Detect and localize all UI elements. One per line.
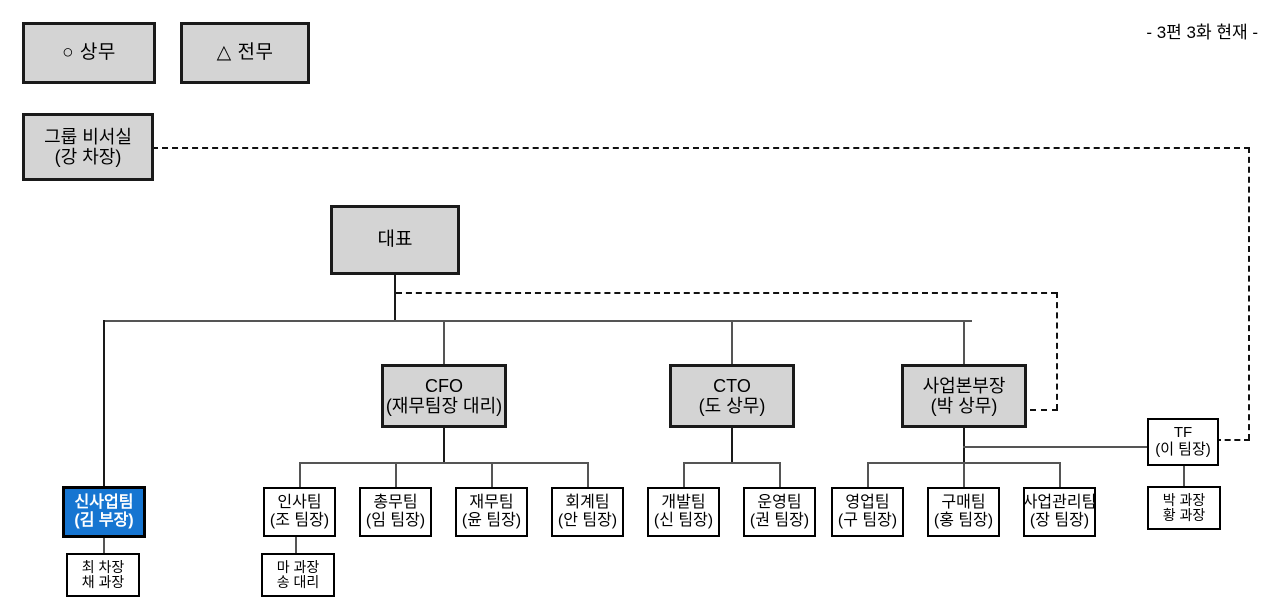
dashed-link-division-vertical (1056, 292, 1058, 410)
node-title: 신사업팀 (74, 494, 134, 512)
connector-cfo-child-3 (587, 462, 589, 488)
node-accounting-team[interactable]: 회계팀 (안 팀장) (551, 487, 624, 537)
node-title: TF (1173, 424, 1193, 442)
connector-division-child-1 (963, 462, 965, 488)
legend-label-1: 전무 (237, 42, 274, 64)
node-general-affairs-team[interactable]: 총무팀 (임 팀장) (359, 487, 432, 537)
node-tf[interactable]: TF (이 팀장) (1147, 418, 1219, 466)
node-title: CTO (713, 375, 751, 396)
node-operations-team[interactable]: 운영팀 (권 팀장) (743, 487, 816, 537)
node-group-secretariat[interactable]: 그룹 비서실 (강 차장) (22, 113, 154, 181)
node-title: 개발팀 (661, 494, 706, 512)
node-title: 인사팀 (277, 494, 322, 512)
staff-line-1: 마 과장 (276, 559, 320, 576)
connector-drop-cfo (443, 320, 445, 364)
node-subtitle: (김 부장) (74, 512, 134, 529)
node-division-head[interactable]: 사업본부장 (박 상무) (901, 364, 1027, 428)
node-title: 사업본부장 (922, 375, 1006, 396)
node-subtitle: (임 팀장) (365, 512, 426, 529)
node-subtitle: (윤 팀장) (461, 512, 522, 529)
node-new-business-team[interactable]: 신사업팀 (김 부장) (62, 486, 146, 538)
node-title: 그룹 비서실 (44, 126, 132, 147)
legend-executive-director: △ 전무 (180, 22, 310, 84)
node-business-management-team[interactable]: 사업관리팀 (장 팀장) (1023, 487, 1096, 537)
node-subtitle: (권 팀장) (749, 512, 810, 529)
connector-cto-child-0 (683, 462, 685, 488)
node-cto[interactable]: CTO (도 상무) (669, 364, 795, 428)
node-title: 구매팀 (941, 494, 986, 512)
node-tf-staff[interactable]: 박 과장 황 과장 (1147, 486, 1221, 530)
connector-cfo-child-2 (491, 462, 493, 488)
chart-caption: - 3편 3화 현재 - (1146, 23, 1258, 42)
staff-line-2: 황 과장 (1162, 507, 1206, 523)
connector-cto-stem (731, 428, 733, 463)
connector-division-child-2 (1059, 462, 1061, 488)
connector-drop-new-business (103, 320, 105, 488)
dashed-link-tf-stub (1215, 439, 1250, 441)
node-subtitle: (강 차장) (54, 147, 122, 167)
connector-general-affairs-staff (295, 537, 297, 554)
node-title: 운영팀 (757, 494, 802, 512)
connector-division-to-tf (963, 446, 1149, 448)
connector-division-stem (963, 428, 965, 463)
node-title: 총무팀 (373, 494, 418, 512)
dashed-link-secretariat-tf-horizontal (152, 147, 1250, 149)
node-subtitle: (구 팀장) (837, 512, 898, 529)
connector-cfo-stem (443, 428, 445, 463)
node-title: CFO (425, 375, 463, 396)
connector-drop-cto (731, 320, 733, 364)
dashed-link-division-horizontal (396, 292, 1057, 294)
connector-cto-child-1 (779, 462, 781, 488)
legend-label-0: 상무 (79, 42, 116, 64)
node-subtitle: (박 상무) (930, 396, 998, 416)
connector-cfo-child-1 (395, 462, 397, 488)
staff-line-2: 송 대리 (276, 574, 320, 590)
node-development-team[interactable]: 개발팀 (신 팀장) (647, 487, 720, 537)
node-title: 사업관리팀 (1022, 494, 1097, 512)
staff-line-1: 최 차장 (81, 559, 125, 576)
connector-cfo-bus (299, 462, 588, 464)
node-title: 대표 (377, 229, 413, 251)
triangle-icon: △ (216, 42, 232, 64)
node-subtitle: (조 팀장) (269, 512, 330, 529)
node-general-affairs-staff[interactable]: 마 과장 송 대리 (261, 553, 335, 597)
node-subtitle: (홍 팀장) (933, 512, 994, 529)
node-subtitle: (장 팀장) (1029, 512, 1090, 529)
connector-tf-staff (1183, 466, 1185, 487)
connector-drop-division (963, 320, 965, 364)
node-new-business-staff[interactable]: 최 차장 채 과장 (66, 553, 140, 597)
node-sales-team[interactable]: 영업팀 (구 팀장) (831, 487, 904, 537)
node-subtitle: (안 팀장) (557, 512, 618, 529)
staff-line-2: 채 과장 (81, 574, 125, 590)
staff-line-1: 박 과장 (1162, 492, 1206, 509)
node-subtitle: (신 팀장) (653, 512, 714, 529)
connector-division-child-0 (867, 462, 869, 488)
node-title: 재무팀 (469, 494, 514, 512)
node-subtitle: (재무팀장 대리) (385, 396, 503, 416)
connector-cto-bus (683, 462, 780, 464)
connector-new-business-staff (103, 538, 105, 554)
dashed-link-secretariat-tf-vertical (1248, 147, 1250, 440)
node-purchasing-team[interactable]: 구매팀 (홍 팀장) (927, 487, 1000, 537)
node-subtitle: (도 상무) (698, 396, 766, 416)
node-title: 회계팀 (565, 494, 610, 512)
node-subtitle: (이 팀장) (1155, 441, 1211, 458)
node-title: 영업팀 (845, 494, 890, 512)
connector-cfo-child-0 (299, 462, 301, 488)
circle-icon: ○ (62, 42, 75, 64)
connector-ceo-stem (394, 275, 396, 322)
node-finance-team[interactable]: 재무팀 (윤 팀장) (455, 487, 528, 537)
node-cfo[interactable]: CFO (재무팀장 대리) (381, 364, 507, 428)
node-ceo[interactable]: 대표 (330, 205, 460, 275)
legend-senior-managing-director: ○ 상무 (22, 22, 156, 84)
dashed-link-division-stub (1030, 409, 1058, 411)
connector-ceo-bus (103, 320, 972, 322)
node-hr-team[interactable]: 인사팀 (조 팀장) (263, 487, 336, 537)
